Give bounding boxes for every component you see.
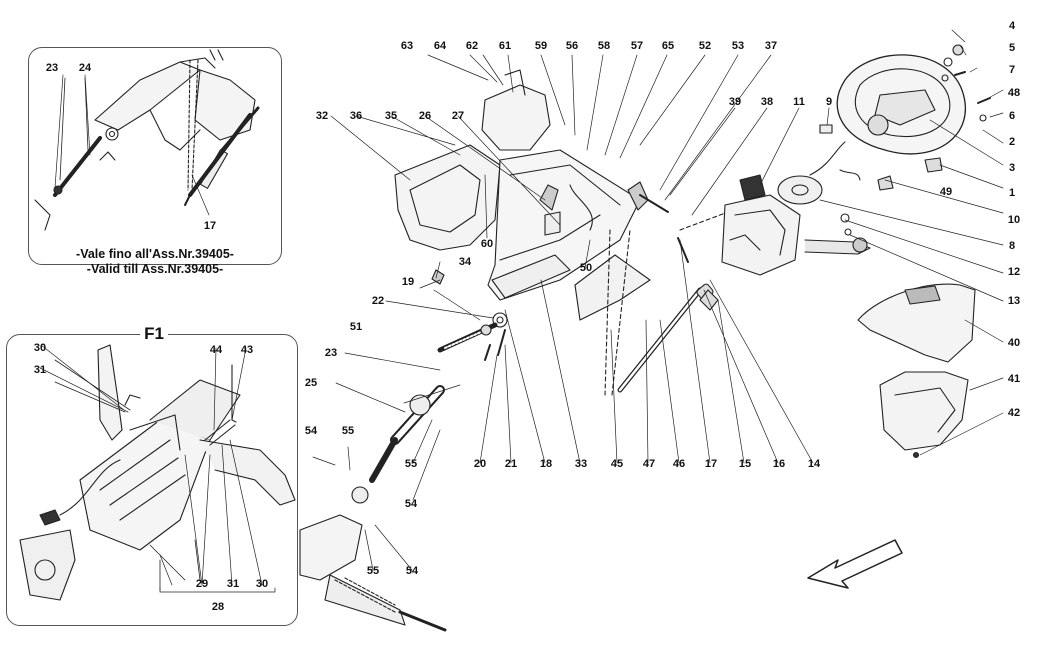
callout-57: 57	[630, 40, 644, 52]
callout-15: 15	[738, 458, 752, 470]
callout-21: 21	[504, 458, 518, 470]
inset-top-parts	[34, 49, 260, 231]
callout-62: 62	[465, 40, 479, 52]
callout-37: 37	[764, 40, 778, 52]
main-column-parts	[39, 29, 1004, 632]
callout-55a: 55	[341, 425, 355, 437]
callout-26: 26	[418, 110, 432, 122]
callout-54b: 54	[404, 498, 418, 510]
callout-36: 36	[349, 110, 363, 122]
callout-45: 45	[610, 458, 624, 470]
callout-54c: 54	[405, 565, 419, 577]
callout-inset-17: 17	[203, 220, 217, 232]
callout-32: 32	[315, 110, 329, 122]
callout-17: 17	[704, 458, 718, 470]
callout-51: 51	[349, 321, 363, 333]
callout-14: 14	[807, 458, 821, 470]
callout-10: 10	[1007, 214, 1021, 226]
callout-f1-30b: 30	[255, 578, 269, 590]
callout-f1-43: 43	[240, 344, 254, 356]
callout-1: 1	[1008, 187, 1016, 199]
callout-34: 34	[458, 256, 472, 268]
callout-49: 49	[939, 186, 953, 198]
callout-53: 53	[731, 40, 745, 52]
callout-35: 35	[384, 110, 398, 122]
callout-54a: 54	[304, 425, 318, 437]
callout-42: 42	[1007, 407, 1021, 419]
callout-20: 20	[473, 458, 487, 470]
inset-caption-italian: -Vale fino all'Ass.Nr.39405-	[73, 247, 237, 262]
callout-4: 4	[1008, 20, 1016, 32]
callout-52: 52	[698, 40, 712, 52]
callout-12: 12	[1007, 266, 1021, 278]
callout-18: 18	[539, 458, 553, 470]
callout-25: 25	[304, 377, 318, 389]
callout-56: 56	[565, 40, 579, 52]
callout-8: 8	[1008, 240, 1016, 252]
callout-33: 33	[574, 458, 588, 470]
callout-f1-29: 29	[195, 578, 209, 590]
callout-55b: 55	[404, 458, 418, 470]
callout-3: 3	[1008, 162, 1016, 174]
callout-5: 5	[1008, 42, 1016, 54]
callout-61: 61	[498, 40, 512, 52]
direction-arrow-icon	[807, 539, 903, 589]
callout-27: 27	[451, 110, 465, 122]
callout-41: 41	[1007, 373, 1021, 385]
callout-19: 19	[401, 276, 415, 288]
callout-47: 47	[642, 458, 656, 470]
callout-16: 16	[772, 458, 786, 470]
callout-f1-30: 30	[33, 342, 47, 354]
callout-7: 7	[1008, 64, 1016, 76]
callout-6: 6	[1008, 110, 1016, 122]
callout-40: 40	[1007, 337, 1021, 349]
inset-top-frame	[28, 47, 282, 265]
callout-48: 48	[1007, 87, 1021, 99]
callout-13: 13	[1007, 295, 1021, 307]
callout-f1-31: 31	[33, 364, 47, 376]
callout-inset-24: 24	[78, 62, 92, 74]
callout-f1-44: 44	[209, 344, 223, 356]
callout-f1-31b: 31	[226, 578, 240, 590]
inset-f1-parts	[19, 344, 296, 601]
callout-38: 38	[760, 96, 774, 108]
callout-23: 23	[324, 347, 338, 359]
callout-f1-28: 28	[211, 601, 225, 613]
callout-59: 59	[534, 40, 548, 52]
callout-55c: 55	[366, 565, 380, 577]
callout-inset-23: 23	[45, 62, 59, 74]
callout-63: 63	[400, 40, 414, 52]
callout-50: 50	[579, 262, 593, 274]
callout-58: 58	[597, 40, 611, 52]
callout-65: 65	[661, 40, 675, 52]
callout-46: 46	[672, 458, 686, 470]
callout-60: 60	[480, 238, 494, 250]
callout-22: 22	[371, 295, 385, 307]
callout-39: 39	[728, 96, 742, 108]
inset-caption-english: -Valid till Ass.Nr.39405-	[86, 262, 224, 276]
inset-f1-title: F1	[140, 325, 168, 343]
callout-2: 2	[1008, 136, 1016, 148]
callout-11: 11	[793, 96, 805, 108]
callout-64: 64	[433, 40, 447, 52]
callout-9: 9	[825, 96, 833, 108]
